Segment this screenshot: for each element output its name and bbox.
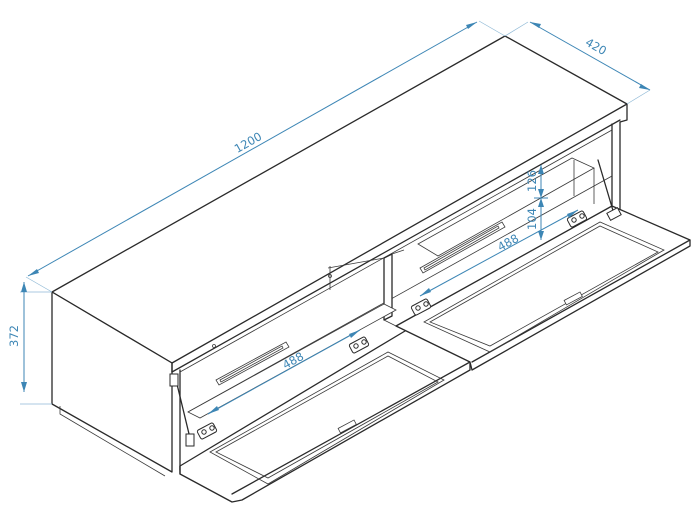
left-door-recess <box>209 351 445 485</box>
compartment-right-label: 488 <box>495 231 521 254</box>
top-front-edge <box>171 119 621 373</box>
cabinet-interior <box>179 129 614 419</box>
right-flap-door <box>395 205 691 371</box>
center-divider <box>383 253 393 321</box>
left-side-panel <box>51 291 173 473</box>
cable-slot-right <box>419 221 506 274</box>
right-door-recess <box>423 221 665 353</box>
hinge-1 <box>196 422 218 440</box>
left-flap-door <box>179 327 471 503</box>
dimension-shelf-heights: 126 104 <box>525 165 548 240</box>
shelf-lower-label: 104 <box>525 208 539 230</box>
plinth <box>59 406 166 477</box>
height-label: 372 <box>7 325 21 347</box>
right-door-handle <box>563 291 583 306</box>
cable-slot-left <box>215 341 290 386</box>
hinge-3 <box>410 298 432 316</box>
left-door-panel <box>179 327 471 503</box>
left-door-handle <box>337 419 357 434</box>
hinge-2 <box>348 336 370 354</box>
right-lid-stay <box>597 159 615 215</box>
hinge-4 <box>566 210 588 228</box>
shelf-upper-label: 126 <box>525 170 539 192</box>
right-side-panel <box>619 103 628 123</box>
left-bottom-ledge <box>187 303 397 419</box>
left-lid-stay <box>175 379 191 439</box>
right-door-panel <box>395 205 691 371</box>
dimension-height: 372 <box>7 282 52 405</box>
hinge-hardware <box>169 159 622 447</box>
